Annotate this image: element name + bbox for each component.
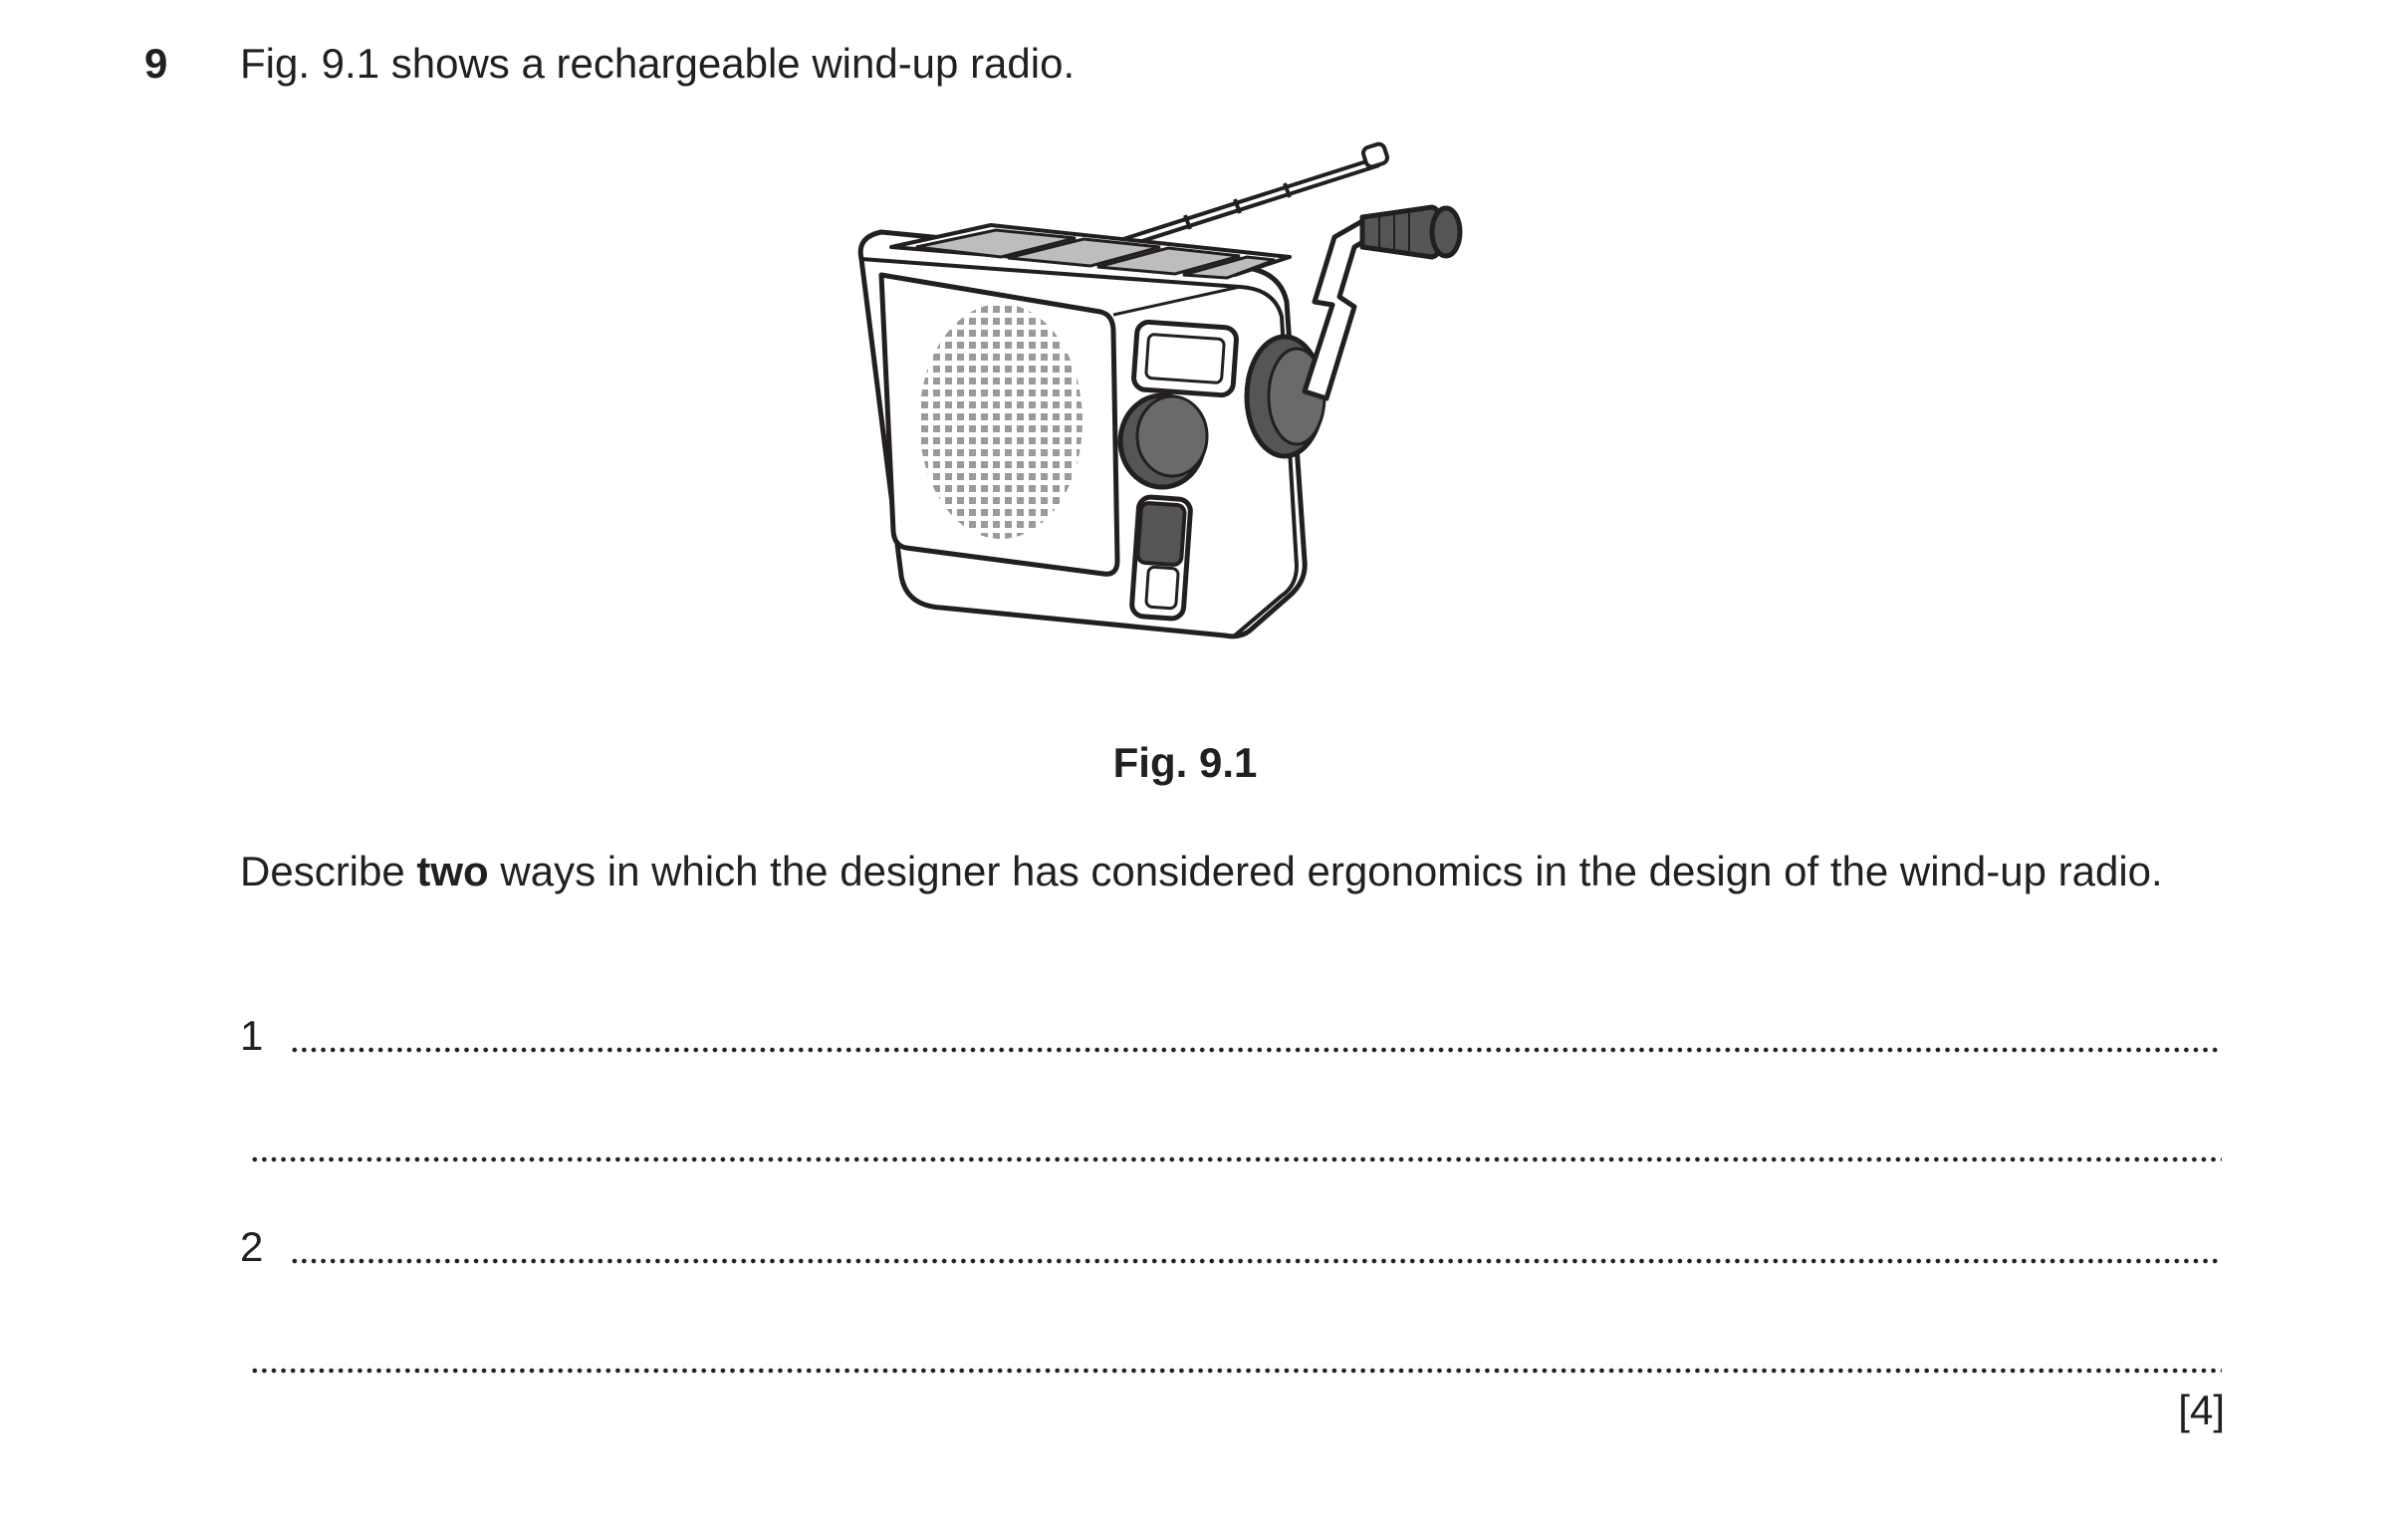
antenna bbox=[1119, 141, 1389, 250]
prompt-emphasis: two bbox=[416, 848, 489, 894]
prompt-text-start: Describe bbox=[240, 848, 417, 894]
answer-line-1-continued[interactable] bbox=[250, 1120, 2222, 1171]
question-intro: Fig. 9.1 shows a rechargeable wind-up ra… bbox=[240, 40, 1076, 87]
dotted-line bbox=[290, 1046, 2222, 1054]
prompt-text-end: ways in which the designer has considere… bbox=[488, 848, 2163, 894]
speaker-grille bbox=[919, 304, 1083, 539]
marks-allocation: [4] bbox=[2178, 1387, 2225, 1433]
answer-line-2-continued[interactable] bbox=[250, 1331, 2222, 1383]
dotted-line bbox=[250, 1155, 2222, 1163]
question-prompt: Describe two ways in which the designer … bbox=[240, 845, 2224, 898]
dotted-line bbox=[290, 1257, 2222, 1265]
crank-handle bbox=[1359, 204, 1463, 260]
answer-line-1[interactable]: 1 bbox=[240, 1010, 2222, 1062]
wind-up-radio-illustration bbox=[857, 141, 1463, 639]
dotted-line bbox=[250, 1367, 2222, 1375]
tuning-knob bbox=[1117, 392, 1209, 490]
answer-number: 1 bbox=[240, 1012, 264, 1059]
slide-switch bbox=[1129, 494, 1193, 622]
question-number: 9 bbox=[144, 40, 168, 87]
answer-number: 2 bbox=[240, 1223, 264, 1270]
figure-caption: Fig. 9.1 bbox=[1112, 739, 1258, 786]
wind-up-radio-figure bbox=[837, 137, 1534, 665]
answer-line-2[interactable]: 2 bbox=[240, 1221, 2222, 1273]
